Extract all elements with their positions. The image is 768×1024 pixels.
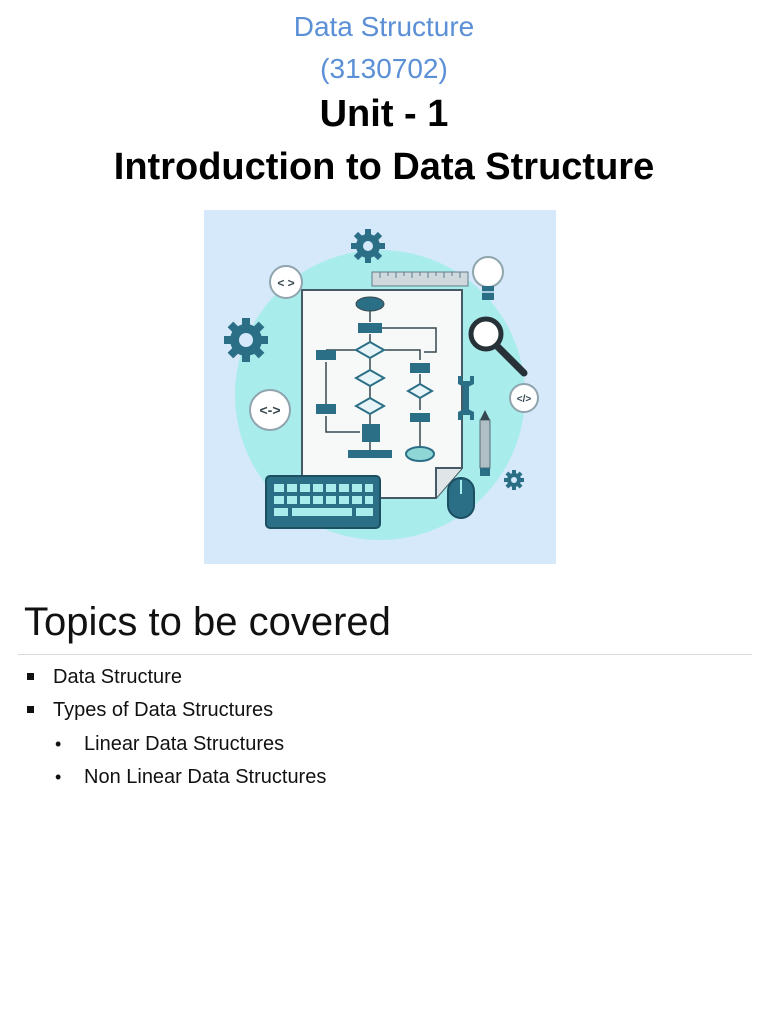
lightbulb-icon xyxy=(472,256,504,300)
wrench-icon xyxy=(458,376,474,420)
code-brackets-icon: </> xyxy=(509,383,539,413)
svg-text:< >: < > xyxy=(277,276,294,290)
unit-label: Unit - 1 xyxy=(319,93,449,135)
mouse-icon xyxy=(447,477,475,519)
magnifier-icon xyxy=(468,316,528,377)
course-name: Data Structure xyxy=(293,11,475,42)
topic-item: Types of Data Structures xyxy=(53,699,274,721)
course-code: (3130702) xyxy=(320,53,448,84)
square-bullet-icon xyxy=(27,673,34,680)
keyboard-icon xyxy=(265,475,381,529)
pencil-icon xyxy=(479,410,491,476)
round-bullet-icon: • xyxy=(55,767,62,787)
code-brackets-icon: < > xyxy=(269,265,303,299)
ruler-icon xyxy=(371,271,469,287)
divider xyxy=(18,654,752,655)
data-structure-illustration: < > <-> </> xyxy=(204,210,556,564)
gear-icon xyxy=(504,470,524,490)
unit-title: Introduction to Data Structure xyxy=(113,146,655,188)
sub-topic-item: Linear Data Structures xyxy=(84,733,285,755)
gear-icon xyxy=(224,318,268,362)
svg-text:</>: </> xyxy=(517,394,532,405)
svg-text:<->: <-> xyxy=(259,402,280,418)
topic-item: Data Structure xyxy=(53,666,182,688)
round-bullet-icon: • xyxy=(55,734,62,754)
gear-icon xyxy=(351,229,385,263)
sub-topic-item: Non Linear Data Structures xyxy=(84,766,327,788)
code-brackets-icon: <-> xyxy=(249,389,291,431)
square-bullet-icon xyxy=(27,706,34,713)
topics-heading: Topics to be covered xyxy=(24,600,391,644)
flowchart-icon xyxy=(301,289,463,499)
